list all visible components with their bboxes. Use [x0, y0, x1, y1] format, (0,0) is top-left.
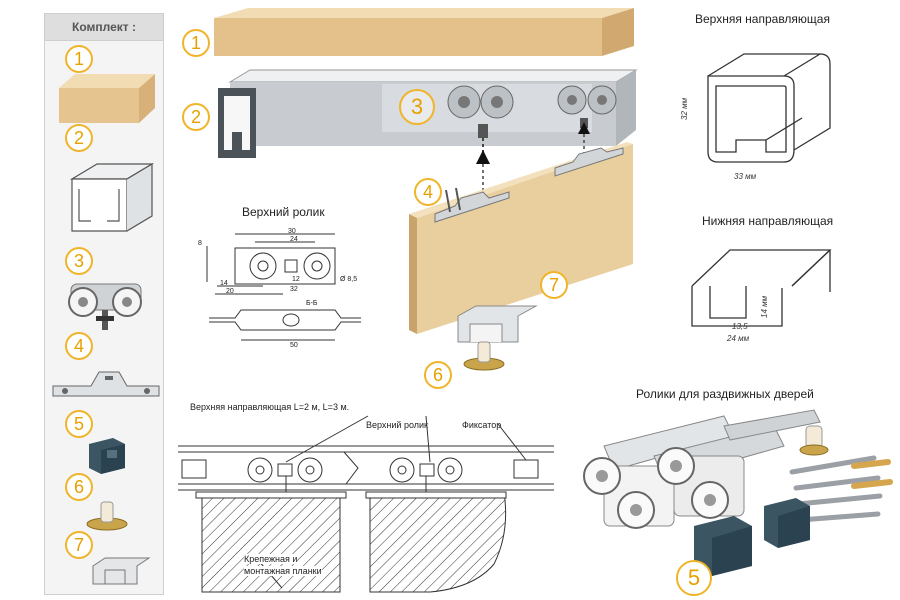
section-mark: Б-Б [306, 300, 318, 307]
upper-rail-width: 33 мм [734, 172, 757, 181]
lower-rail-image [92, 557, 151, 585]
mounting-plate-image [52, 371, 160, 397]
top-roller-technical-drawing [206, 233, 361, 341]
lower-rail-3d-profile [691, 249, 832, 327]
dim-24: 24 [290, 236, 298, 243]
stopper-image [89, 438, 125, 474]
dim-diameter: Ø 8,5 [340, 276, 358, 283]
bottom-guide-assembly [457, 305, 538, 371]
upper-rail-title: Верхняя направляющая [695, 12, 830, 26]
section-drawing [178, 415, 554, 593]
callout-2: 2 [182, 103, 210, 131]
rollers-kit-image [583, 409, 893, 576]
lower-rail-inner-dim: 13,5 [732, 322, 748, 331]
callout-6: 6 [424, 361, 452, 389]
upper-rail-image [69, 162, 155, 232]
callout-5: 5 [676, 560, 712, 596]
rollers-title: Ролики для раздвижных дверей [636, 387, 814, 401]
lower-rail-width: 24 мм [727, 334, 750, 343]
kit-number-5: 5 [65, 410, 93, 438]
section-roller-label: Верхний ролик [366, 420, 428, 430]
upper-rail-3d-profile [707, 53, 831, 163]
dim-14: 14 [220, 280, 228, 287]
callout-3: 3 [399, 89, 435, 125]
kit-number-1: 1 [65, 45, 93, 73]
kit-panel: Комплект : 1 2 3 4 5 6 7 [44, 13, 164, 595]
callout-4: 4 [414, 178, 442, 206]
dim-30: 30 [288, 228, 296, 235]
section-stopper-label: Фиксатор [462, 420, 502, 430]
section-plates-label-1: Крепежная и [244, 554, 298, 564]
screws-image [445, 187, 461, 213]
section-plates-label-2: монтажная планки [244, 566, 322, 576]
dim-8: 8 [198, 240, 202, 247]
upper-rail-height: 32 мм [680, 97, 689, 120]
kit-number-7: 7 [65, 531, 93, 559]
dim-32: 32 [290, 286, 298, 293]
kit-number-6: 6 [65, 473, 93, 501]
kit-title: Комплект : [45, 14, 163, 41]
wood-top-beam [214, 8, 634, 56]
section-rail-label: Верхняя направляющая L=2 м, L=3 м. [190, 402, 350, 412]
bolt-arrows [476, 118, 590, 190]
dim-50: 50 [290, 342, 298, 349]
top-roller-image [68, 283, 142, 330]
dim-20: 20 [226, 288, 234, 295]
callout-1: 1 [182, 29, 210, 57]
lower-guide-image [86, 501, 128, 531]
kit-number-4: 4 [65, 332, 93, 360]
door-panel [409, 142, 633, 334]
lower-rail-title: Нижняя направляющая [702, 214, 834, 228]
dim-12: 12 [292, 276, 300, 283]
kit-number-2: 2 [65, 124, 93, 152]
top-roller-drawing-title: Верхний ролик [242, 205, 325, 219]
lower-rail-height: 14 мм [760, 295, 769, 318]
callout-7: 7 [540, 271, 568, 299]
wood-beam-image [59, 74, 155, 123]
kit-number-3: 3 [65, 247, 93, 275]
